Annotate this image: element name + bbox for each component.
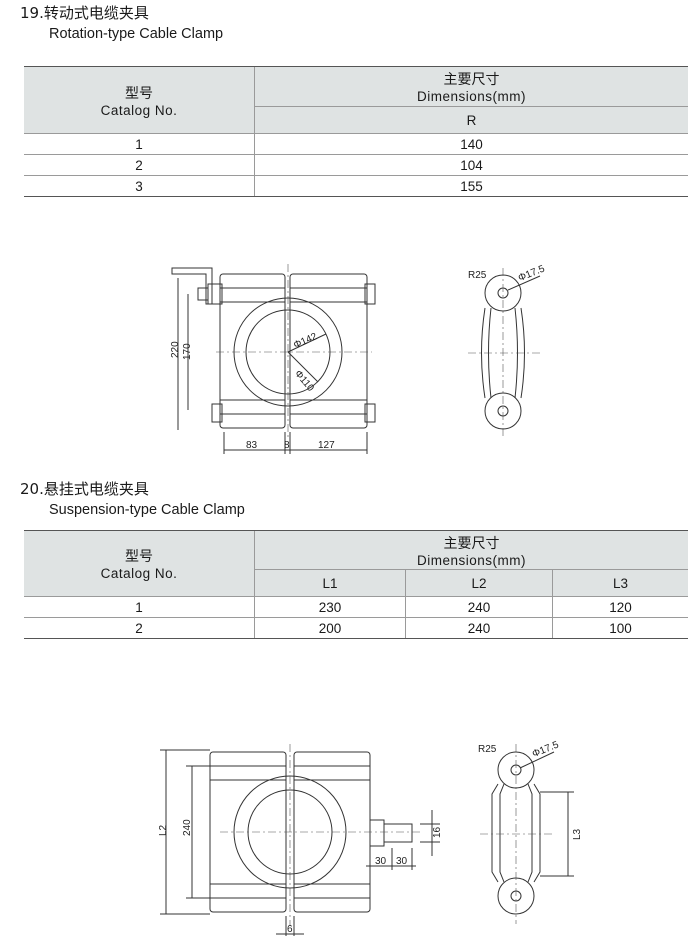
dim-30a-label: 30 (375, 856, 387, 867)
dim-8-label: 8 (284, 440, 290, 451)
table-row: 1 140 (24, 133, 688, 155)
column-header-l2: L2 (405, 569, 553, 597)
section-19-subtitle: Rotation-type Cable Clamp (49, 26, 224, 42)
dim-phi142-label: Φ142 (292, 331, 319, 351)
rotation-clamp-side-view: R25 Φ17.5 (468, 263, 547, 438)
column-header-l3: L3 (552, 569, 688, 597)
dim-16-label: 16 (432, 826, 443, 838)
section-19-title: 19.转动式电缆夹具 (20, 4, 149, 22)
dim-220-label: 220 (170, 341, 181, 358)
section-20-title: 20.悬挂式电缆夹具 (20, 480, 149, 498)
dim-83-label: 83 (246, 440, 258, 451)
column-header-l1: L1 (254, 569, 406, 597)
dim-240-label: 240 (182, 819, 193, 836)
dim-170-label: 170 (182, 343, 193, 360)
dim-phi17-5-label: Φ17.5 (531, 739, 561, 760)
table-row: 2 104 (24, 154, 688, 176)
dim-phi110-label: Φ110 (292, 368, 316, 394)
dim-6-label: 6 (287, 924, 293, 935)
dim-phi17-5-label: Φ17.5 (517, 263, 547, 284)
section-20-subtitle: Suspension-type Cable Clamp (49, 502, 245, 518)
dim-l3-label: L3 (572, 828, 583, 840)
dim-r25-label: R25 (478, 744, 497, 755)
catalog-header: 型号 Catalog No. (24, 530, 255, 597)
table-row: 2 200 240 100 (24, 617, 688, 639)
table-row: 3 155 (24, 175, 688, 197)
section-20-table: 型号 Catalog No. 主要尺寸 Dimensions(mm) L1 L2… (24, 530, 688, 639)
dim-127-label: 127 (318, 440, 335, 451)
dimensions-header: 主要尺寸 Dimensions(mm) (254, 530, 688, 570)
dim-l2-label: L2 (158, 824, 169, 836)
section-19-table: 型号 Catalog No. 主要尺寸 Dimensions(mm) R 1 1… (24, 66, 688, 197)
catalog-header: 型号 Catalog No. (24, 66, 255, 134)
table-row: 1 230 240 120 (24, 596, 688, 618)
dim-r25-label: R25 (468, 270, 487, 281)
dimensions-header: 主要尺寸 Dimensions(mm) (254, 66, 688, 107)
suspension-clamp-side-view: R25 Φ17.5 L3 (478, 739, 583, 924)
dim-30b-label: 30 (396, 856, 408, 867)
rotation-clamp-front-view: 220 170 Φ142 Φ110 83 8 127 (170, 264, 376, 454)
suspension-clamp-front-view: L2 240 16 30 30 6 (158, 744, 443, 936)
column-header-r: R (254, 106, 688, 134)
